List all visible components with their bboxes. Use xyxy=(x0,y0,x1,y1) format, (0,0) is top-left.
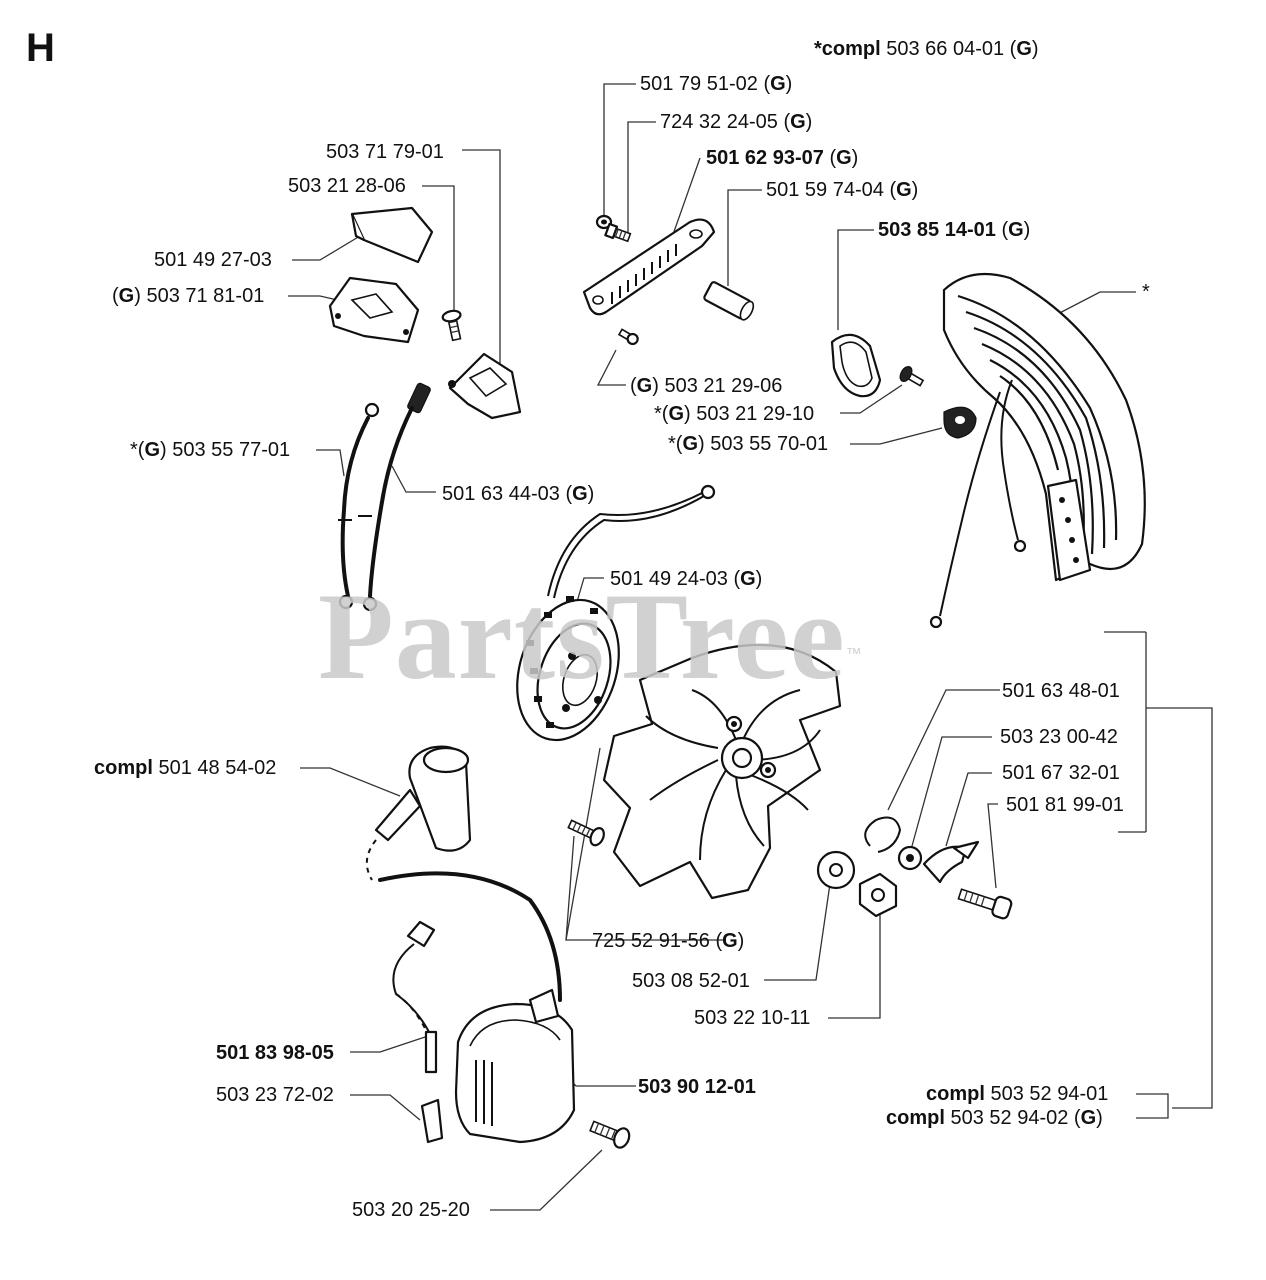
cylinder-cover-group xyxy=(830,272,1146,629)
part-label-503202520: 503 20 25-20 xyxy=(352,1199,470,1221)
part-label-501492403: 501 49 24-03 (G) xyxy=(610,568,763,590)
part-label-501634403: 501 63 44-03 (G) xyxy=(442,483,595,505)
part-label-501839805: 501 83 98-05 xyxy=(216,1042,334,1064)
part-label-501634801: 501 63 48-01 xyxy=(1002,680,1120,702)
part-label-503221011: 503 22 10-11 xyxy=(694,1007,811,1029)
part-label-503557701: *(G) 503 55 77-01 xyxy=(130,439,291,461)
part-label-compl-503529401: compl 503 52 94-01 xyxy=(926,1083,1109,1105)
part-label-asterisk: * xyxy=(1142,281,1150,303)
part-label-503212906: (G) 503 21 29-06 xyxy=(630,375,783,397)
part-label-503901201: 503 90 12-01 xyxy=(638,1076,756,1098)
part-label-503212806: 503 21 28-06 xyxy=(288,175,406,197)
part-label-501673201: 501 67 32-01 xyxy=(1002,762,1120,784)
wire-group-left xyxy=(338,382,431,612)
part-label-724322405: 724 32 24-05 (G) xyxy=(660,111,813,133)
part-label-503718101: (G) 503 71 81-01 xyxy=(112,285,265,307)
part-label-compl-501485402: compl 501 48 54-02 xyxy=(94,757,277,779)
ignition-group xyxy=(516,484,1013,920)
leader-lines xyxy=(288,83,1213,1211)
part-label-503085201: 503 08 52-01 xyxy=(632,970,750,992)
part-label-501819901: 501 81 99-01 xyxy=(1006,794,1124,816)
part-label-503212910: *(G) 503 21 29-10 xyxy=(654,403,815,425)
section-letter: H xyxy=(26,26,55,70)
part-label-501795102: 501 79 51-02 (G) xyxy=(640,73,793,95)
part-label-501492703: 501 49 27-03 xyxy=(154,249,272,271)
part-label-503851401: 503 85 14-01 (G) xyxy=(878,219,1031,241)
part-label-503717901: 503 71 79-01 xyxy=(326,141,444,163)
part-label-compl-503660401: *compl 503 66 04-01 (G) xyxy=(814,38,1039,60)
part-label-compl-503529402: compl 503 52 94-02 (G) xyxy=(886,1107,1103,1129)
part-label-725529156: 725 52 91-56 (G) xyxy=(592,930,745,952)
watermark: PartsTree™ xyxy=(318,568,863,705)
part-label-503230042: 503 23 00-42 xyxy=(1000,726,1118,748)
coil-group xyxy=(365,745,631,1149)
part-label-501629307: 501 62 93-07 (G) xyxy=(706,147,859,169)
switch-group xyxy=(328,206,522,420)
part-label-503237202: 503 23 72-02 xyxy=(216,1084,334,1106)
part-label-503557001: *(G) 503 55 70-01 xyxy=(668,433,829,455)
part-label-501597404: 501 59 74-04 (G) xyxy=(766,179,919,201)
air-plate-group xyxy=(582,214,755,346)
